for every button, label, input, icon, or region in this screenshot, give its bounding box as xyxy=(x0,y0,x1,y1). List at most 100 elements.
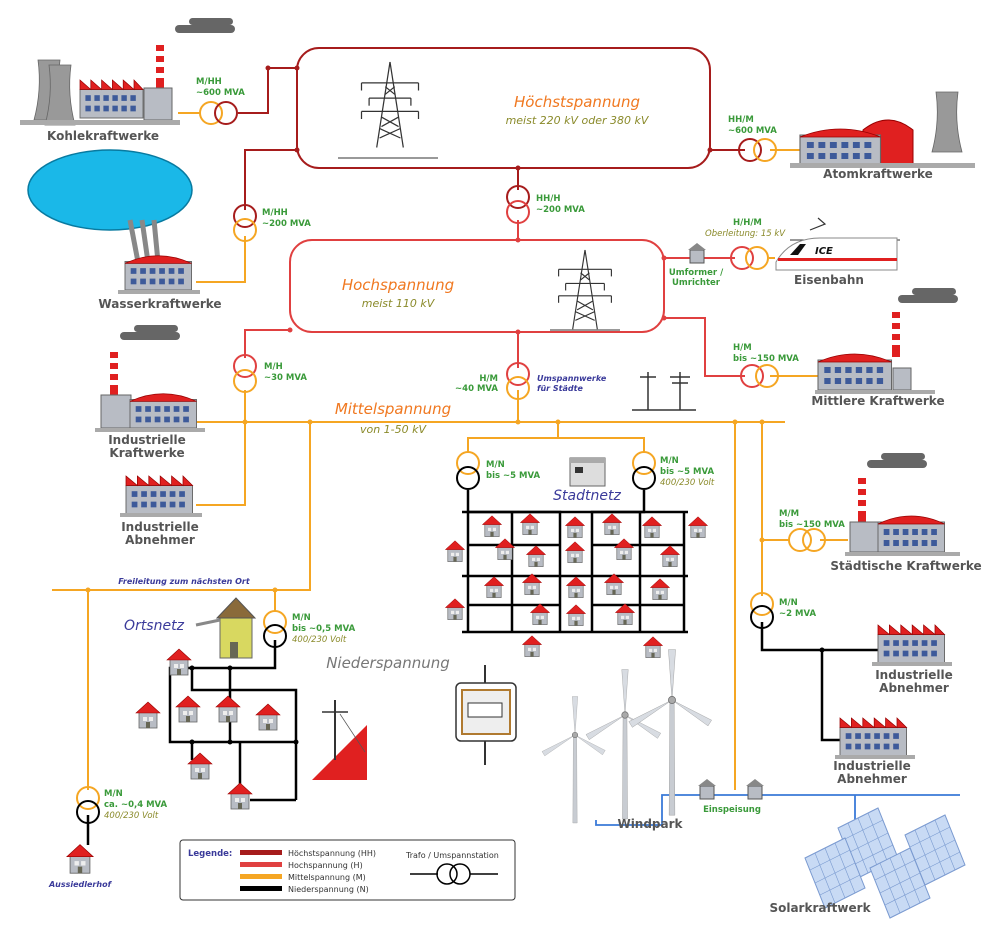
label-city-substations-2: für Städte xyxy=(537,384,583,393)
trafo-medium-2: bis ~150 MVA xyxy=(733,354,799,364)
legend-item-label-3: Niederspannung (N) xyxy=(288,885,369,894)
transformer-medium-plants xyxy=(740,364,779,388)
label-converter-1: Umformer / xyxy=(669,268,724,278)
label-solar: Solarkraftwerk xyxy=(769,901,871,915)
label-right-consumers-a2: Abnehmer xyxy=(879,681,949,695)
transformer-local-net xyxy=(263,610,287,648)
rail-icon xyxy=(775,217,900,271)
hs-subtitle: meist 110 kV xyxy=(362,297,436,310)
windpark-icon xyxy=(541,649,712,824)
label-city-plants: Städtische Kraftwerke xyxy=(830,559,981,573)
trafo-farm-1: M/N xyxy=(104,789,123,799)
legend-item-label-0: Höchstspannung (HH) xyxy=(288,849,376,858)
label-overhead-line: Freileitung zum nächsten Ort xyxy=(118,577,251,586)
legend-trafo-symbol xyxy=(410,863,498,885)
medium-plant-icon xyxy=(815,288,958,394)
label-windpark: Windpark xyxy=(617,817,683,831)
trafo-hhh-2: ~200 MVA xyxy=(536,205,585,215)
label-industrial-consumers-1: Industrielle xyxy=(121,520,199,534)
transformer-city-a xyxy=(456,451,480,490)
ms-subtitle: von 1-50 kV xyxy=(360,423,428,436)
legend-swatch-1 xyxy=(240,862,282,867)
feed-in-stations xyxy=(698,779,764,800)
transformer-farm xyxy=(76,786,100,824)
poles-icon xyxy=(632,372,696,411)
low-voltage-lines xyxy=(86,490,878,845)
legend-swatch-3 xyxy=(240,886,282,891)
farm-house-icon xyxy=(66,844,94,874)
label-rail: Eisenbahn xyxy=(794,273,864,287)
city-plant-icon xyxy=(845,453,960,556)
city-net-title: Stadtnetz xyxy=(553,488,621,504)
legend-item-label-2: Mittelspannung (M) xyxy=(288,873,366,882)
transformer-hydro xyxy=(233,204,257,242)
label-industrial-plants-2: Kraftwerke xyxy=(109,446,184,460)
trafo-city-a-2: bis ~5 MVA xyxy=(486,471,540,481)
hydro-plant-icon xyxy=(27,149,200,294)
hhs-subtitle: meist 220 kV oder 380 kV xyxy=(506,114,650,127)
transformer-industrial xyxy=(233,354,257,393)
medium-voltage-lines xyxy=(52,112,848,790)
industrial-consumer-icon xyxy=(120,475,202,517)
label-right-consumers-b1: Industrielle xyxy=(833,759,911,773)
label-right-consumers-a1: Industrielle xyxy=(875,668,953,682)
ns-title: Niederspannung xyxy=(326,654,450,672)
extra-high-voltage-lines xyxy=(238,47,745,210)
label-industrial-plants-1: Industrielle xyxy=(108,433,186,447)
trafo-farm-2: ca. ~0,4 MVA xyxy=(104,800,168,810)
label-converter-2: Umrichter xyxy=(672,278,721,288)
trafo-local-3: 400/230 Volt xyxy=(292,635,347,645)
legend-swatch-2 xyxy=(240,874,282,879)
trafo-cityplant-2: bis ~150 MVA xyxy=(779,520,845,530)
label-nuclear: Atomkraftwerke xyxy=(823,167,933,181)
trafo-medium-1: H/M xyxy=(733,343,752,353)
label-ice: ICE xyxy=(815,246,833,257)
label-city-substations-1: Umspannwerke xyxy=(537,374,607,383)
label-farm: Aussiedlerhof xyxy=(48,880,113,889)
trafo-farm-3: 400/230 Volt xyxy=(104,811,159,821)
ms-title: Mittelspannung xyxy=(335,400,451,418)
transformer-nuclear xyxy=(738,138,777,162)
local-pole-icon xyxy=(312,700,367,780)
converter-icon xyxy=(688,243,706,264)
legend-title: Legende: xyxy=(188,849,232,859)
hhs-ring xyxy=(296,47,711,169)
legend: Legende: Höchstspannung (HH) Hochspannung… xyxy=(179,839,516,901)
label-right-consumers-b2: Abnehmer xyxy=(837,772,907,786)
legend-trafo-label: Trafo / Umspannstation xyxy=(405,851,499,860)
trafo-hydro-1: M/HH xyxy=(262,208,288,218)
legend-item-label-1: Hochspannung (H) xyxy=(288,861,363,870)
trafo-city-b-2: bis ~5 MVA xyxy=(660,467,714,477)
trafo-city-b-1: M/N xyxy=(660,456,679,466)
trafo-industrial-2: ~30 MVA xyxy=(264,373,307,383)
trafo-city-sub-2: ~40 MVA xyxy=(455,384,498,394)
local-substation-icon xyxy=(195,597,257,659)
pylon-icon-hhs xyxy=(338,61,438,159)
industrial-plant-icon xyxy=(95,325,205,432)
transformer-rail xyxy=(730,246,769,270)
trafo-rail-2: Oberleitung: 15 kV xyxy=(705,229,786,239)
city-substation-icon xyxy=(569,457,606,487)
trafo-right-1: M/N xyxy=(779,598,798,608)
label-feed-in: Einspeisung xyxy=(703,805,761,815)
trafo-rail-1: H/H/M xyxy=(733,218,762,228)
high-voltage-lines xyxy=(244,220,745,377)
local-houses xyxy=(135,648,281,810)
trafo-cityplant-1: M/M xyxy=(779,509,799,519)
trafo-coal-2: ~600 MVA xyxy=(196,88,245,98)
pylon-icon-hs xyxy=(550,249,620,331)
trafo-hhh-1: HH/H xyxy=(536,194,560,204)
transformer-city-plants xyxy=(788,528,826,552)
hhs-title: Höchstspannung xyxy=(514,93,640,111)
trafo-city-sub-1: H/M xyxy=(479,374,498,384)
label-industrial-consumers-2: Abnehmer xyxy=(125,533,195,547)
coal-plant-icon xyxy=(20,18,235,126)
trafo-nuclear-2: ~600 MVA xyxy=(728,126,777,136)
transformer-right-consumers xyxy=(750,592,774,629)
junction-dots xyxy=(85,65,825,745)
trafo-hydro-2: ~200 MVA xyxy=(262,219,311,229)
hs-ring xyxy=(289,239,665,333)
trafo-local-2: bis ~0,5 MVA xyxy=(292,624,356,634)
trafo-nuclear-1: HH/M xyxy=(728,115,754,125)
